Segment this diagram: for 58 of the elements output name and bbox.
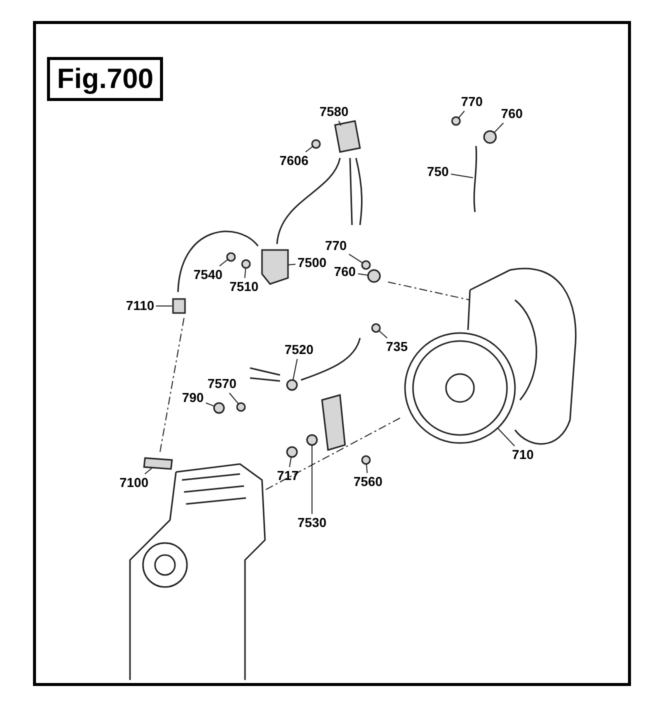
- callout-number: 760: [334, 265, 356, 279]
- part-drawing: [306, 434, 318, 446]
- part-drawing: [236, 402, 246, 412]
- part-drawing: [451, 116, 461, 126]
- callout-number: 770: [325, 239, 347, 253]
- part-drawing: [367, 269, 381, 283]
- callout-number: 7580: [320, 105, 348, 119]
- leader-line: [494, 122, 504, 134]
- part-drawing: [172, 298, 186, 314]
- part-drawing: [213, 402, 225, 414]
- callout-number: 7100: [120, 476, 148, 490]
- part-drawing: [143, 457, 173, 470]
- part-drawing: [473, 146, 478, 212]
- part-drawing: [483, 130, 497, 144]
- leader-line: [288, 264, 296, 266]
- leader-line: [244, 268, 246, 278]
- part-drawing: [241, 259, 251, 269]
- leader-line: [305, 146, 314, 152]
- leader-line: [458, 110, 465, 118]
- leader-line: [348, 254, 364, 264]
- callout-number: 770: [461, 95, 483, 109]
- part-drawing: [226, 252, 236, 262]
- callout-number: 7540: [194, 268, 222, 282]
- part-drawing: [261, 249, 289, 285]
- part-drawing: [286, 379, 298, 391]
- part-drawing: [334, 120, 361, 153]
- callout-number: 7560: [354, 475, 382, 489]
- callout-number: 7606: [280, 154, 308, 168]
- part-drawing: [311, 139, 321, 149]
- callout-number: 7510: [230, 280, 258, 294]
- callout-number: 750: [427, 165, 449, 179]
- leader-line: [289, 456, 292, 468]
- leader-line: [219, 259, 228, 266]
- leader-line: [450, 174, 474, 178]
- figure-title: Fig.700: [47, 57, 164, 101]
- leader-line: [366, 464, 368, 474]
- callout-number: 7530: [298, 516, 326, 530]
- leader-line: [378, 330, 388, 338]
- leader-line: [497, 428, 515, 446]
- callout-number: 717: [277, 469, 299, 483]
- callout-number: 735: [386, 340, 408, 354]
- leader-line: [228, 392, 239, 404]
- leader-line: [144, 468, 152, 474]
- leader-line: [206, 402, 215, 407]
- part-drawing: [286, 446, 298, 458]
- leader-line: [338, 120, 342, 126]
- part-drawing: [361, 260, 371, 270]
- callout-number: 7110: [126, 299, 154, 313]
- callout-number: 710: [512, 448, 534, 462]
- part-drawing: [371, 323, 381, 333]
- callout-number: 7570: [208, 377, 236, 391]
- callout-number: 7500: [298, 256, 326, 270]
- leader-line: [292, 358, 298, 381]
- leader-line: [358, 273, 369, 276]
- callout-number: 790: [182, 391, 204, 405]
- callout-number: 7520: [284, 343, 314, 357]
- part-drawing: [361, 455, 371, 465]
- callout-number: 760: [501, 107, 523, 121]
